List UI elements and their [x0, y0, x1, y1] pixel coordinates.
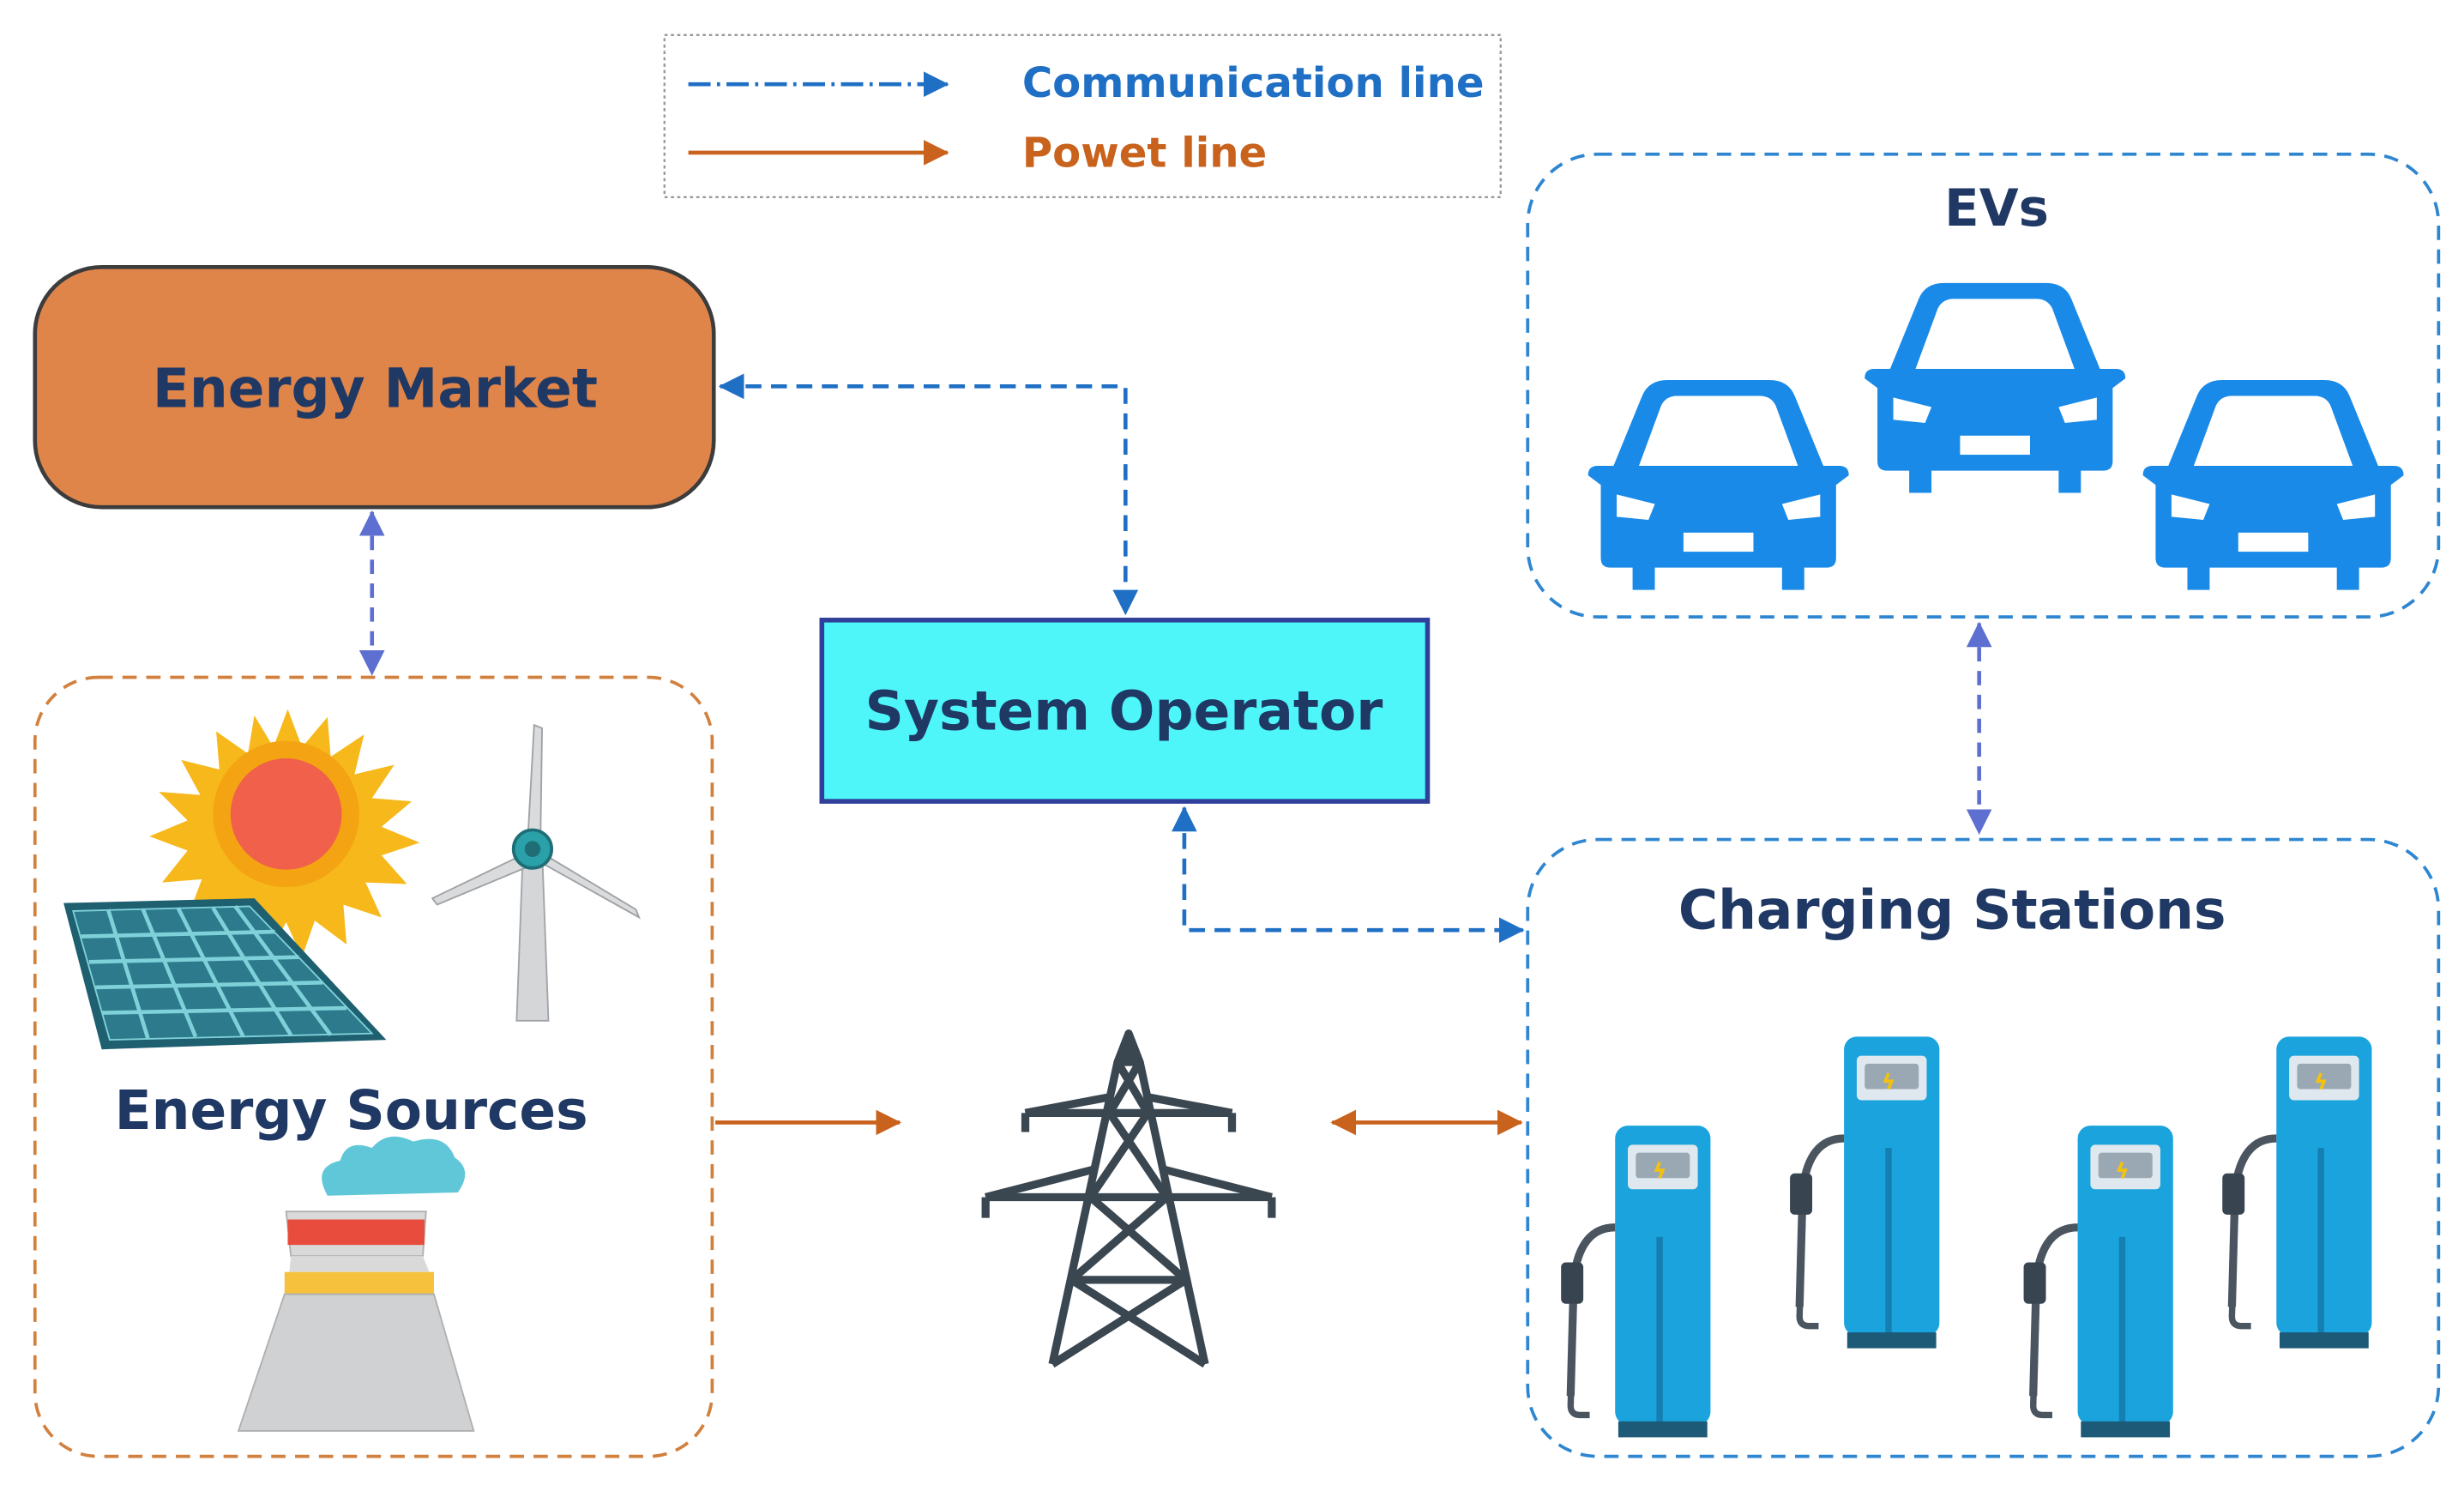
power-plant-icon: [237, 1136, 475, 1432]
charging-stations-label: Charging Stations: [1678, 878, 2226, 941]
evs-label: EVs: [1944, 178, 2049, 238]
legend: Communication line Powet line: [663, 33, 1502, 199]
charger-icon: [1561, 1126, 1710, 1437]
legend-power-label: Powet line: [1022, 130, 1267, 178]
sun-icon: [149, 709, 420, 957]
market-operator-comm-line: [718, 373, 1139, 616]
energy-market-node: Energy Market: [33, 265, 716, 510]
legend-frame: [663, 33, 1502, 199]
system-operator-box: [819, 618, 1431, 804]
system-operator-label: System Operator: [865, 680, 1383, 743]
energy-sources-label: Energy Sources: [115, 1079, 588, 1142]
charger-icon: [2024, 1126, 2173, 1437]
ev-car-icon: [1865, 282, 2126, 493]
energy-market-box: [33, 265, 716, 510]
charger-icon: [1790, 1036, 1939, 1348]
charging-stations-frame: [1526, 837, 2441, 1458]
ev-car-icon: [2142, 379, 2404, 590]
legend-communication-label: Communication line: [1022, 59, 1485, 107]
energy-sources-group: Energy Sources: [33, 675, 714, 1458]
energy-sources-frame: [33, 675, 714, 1458]
evs-frame: [1526, 152, 2441, 619]
ev-car-icon: [1587, 379, 1849, 590]
wind-turbine-icon: [431, 723, 641, 1022]
charging-stations-group: Charging Stations: [1526, 837, 2441, 1458]
system-operator-node: System Operator: [819, 618, 1431, 804]
transmission-tower-icon: [981, 1029, 1276, 1368]
energy-market-label: Energy Market: [153, 357, 598, 420]
operator-stations-comm-line: [1172, 806, 1525, 944]
connectors: [358, 373, 1992, 1136]
solar-panel-icon: [63, 898, 387, 1050]
charger-icon: [2222, 1036, 2371, 1348]
evs-group: EVs: [1526, 152, 2441, 619]
